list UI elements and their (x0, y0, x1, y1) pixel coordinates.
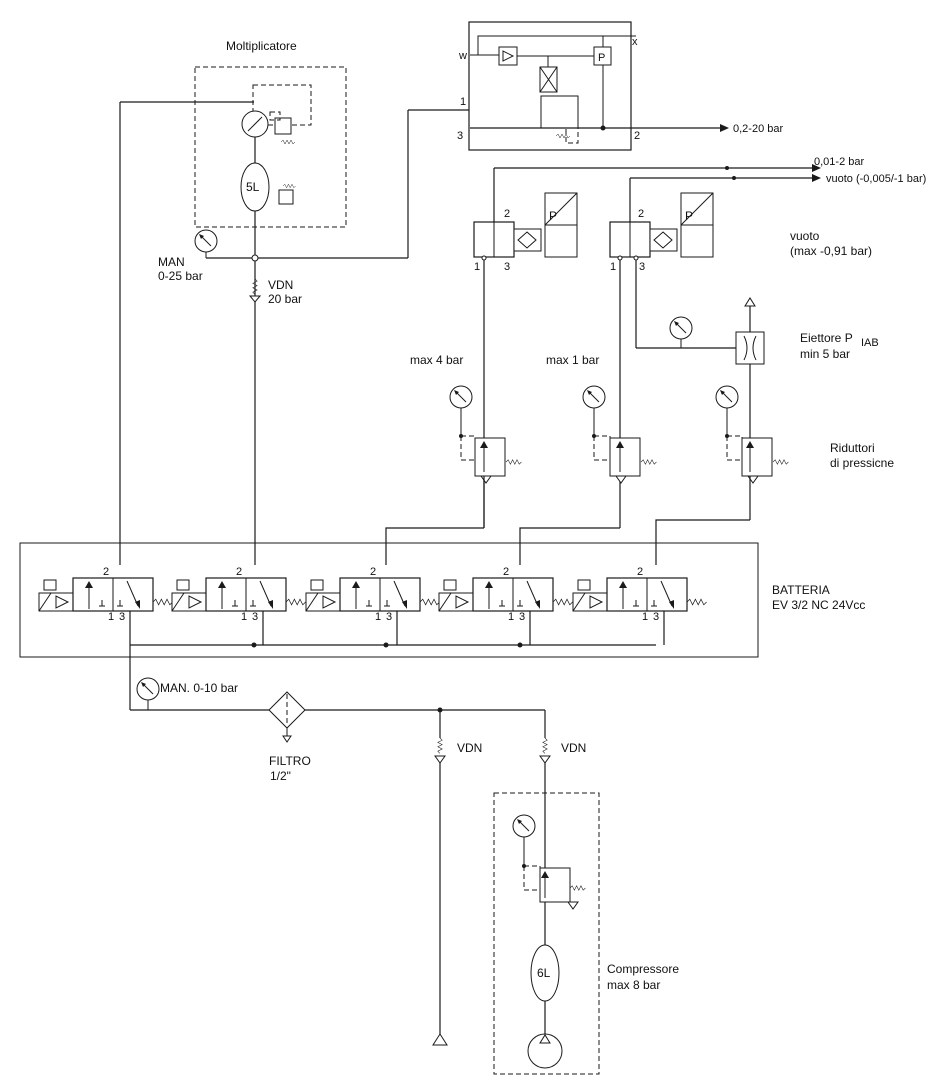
tank-6l-label: 6L (537, 966, 551, 980)
reducer-1-gauge-icon (449, 385, 473, 409)
valve-spring-icon (419, 598, 440, 606)
valve-spring-icon (152, 598, 173, 606)
compressor-max-label: max 8 bar (607, 978, 660, 992)
man-gauge-icon (194, 229, 218, 253)
valve-spring-icon (552, 598, 573, 606)
man-0-10-gauge-icon (136, 677, 160, 701)
ejector-group: Eiettore P IAB min 5 bar (669, 297, 879, 438)
proportional-regulator-group: P w x 1 3 2 0,2-20 bar (457, 21, 783, 151)
output-0-2-20-label: 0,2-20 bar (733, 123, 783, 135)
valve-spring-icon (285, 598, 306, 606)
svg-text:3: 3 (639, 261, 645, 273)
supply-line-group: MAN. 0-10 bar FILTRO 1/2" VDN VDN (129, 645, 586, 1046)
valve-port-2-label: 2 (103, 566, 109, 578)
regulator-port-3: 3 (457, 130, 463, 142)
tank-5l-label: 5L (246, 180, 260, 194)
proportional-valve-right: P 2 1 3 (609, 174, 821, 528)
svg-text:1: 1 (474, 261, 480, 273)
regulator-port-w: w (458, 50, 467, 62)
valve-port-3-label: 3 (252, 611, 258, 623)
output-0-01-2-label: 0,01-2 bar (814, 156, 864, 168)
valve-spring-icon (686, 598, 707, 606)
valve-port-3-label: 3 (519, 611, 525, 623)
compressor-gauge-icon (512, 814, 536, 838)
vdn-right-label: VDN (561, 741, 586, 755)
compressor-boundary (493, 792, 600, 1075)
ejector-gauge-icon (669, 316, 693, 340)
compressor-pump-icon (527, 1033, 563, 1069)
regulator-valve-icon (540, 95, 579, 129)
vdn-20-label: VDN (268, 278, 293, 292)
multiplier-group: Moltiplicatore 5L (119, 39, 347, 565)
multiplier-label: Moltiplicatore (226, 39, 297, 53)
svg-text:P: P (685, 209, 693, 223)
vdn-right-spring-icon (542, 737, 548, 754)
reducer-2-gauge-icon (582, 385, 606, 409)
svg-text:3: 3 (504, 261, 510, 273)
regulator-port-x: x (632, 36, 638, 48)
valve-port-1-label: 1 (375, 611, 381, 623)
proportional-valve-left: P 2 1 3 (473, 164, 821, 528)
exhaust-icon (432, 1033, 448, 1046)
battery-label: BATTERIA (772, 583, 830, 597)
svg-text:1: 1 (610, 261, 616, 273)
battery-spec-label: EV 3/2 NC 24Vcc (772, 598, 865, 612)
ejector-label: Eiettore P (800, 331, 853, 345)
svg-text:P: P (549, 209, 557, 223)
svg-text:P: P (598, 52, 605, 64)
valve-port-3-label: 3 (386, 611, 392, 623)
man-range-label: 0-25 bar (158, 269, 203, 283)
compressor-group: 6L Compressore max 8 bar (493, 792, 679, 1075)
valve-port-2-label: 2 (503, 566, 509, 578)
max-4-bar-label: max 4 bar (410, 353, 463, 367)
valve-port-2-label: 2 (370, 566, 376, 578)
reducer-3-gauge-icon (715, 385, 739, 409)
filter-size-label: 1/2" (270, 769, 291, 783)
regulator-port-1: 1 (460, 96, 466, 108)
svg-text:IAB: IAB (861, 337, 879, 349)
valve-port-1-label: 1 (241, 611, 247, 623)
vdn-left-spring-icon (437, 737, 443, 754)
max-1-bar-label: max 1 bar (546, 353, 599, 367)
tank-6l-icon (530, 944, 560, 1002)
vdn-left-label: VDN (457, 741, 482, 755)
output-vuoto-label: vuoto (-0,005/-1 bar) (826, 173, 926, 185)
vuoto-label: vuoto (790, 229, 820, 243)
valve-port-2-label: 2 (637, 566, 643, 578)
compressor-label: Compressore (607, 962, 679, 976)
battery-boundary (19, 542, 759, 658)
valve-port-1-label: 1 (642, 611, 648, 623)
valve-port-1-label: 1 (508, 611, 514, 623)
valve-port-3-label: 3 (119, 611, 125, 623)
man-label: MAN (158, 255, 185, 269)
vuoto-max-label: (max -0,91 bar) (790, 244, 872, 258)
reducers-label: Riduttori (830, 441, 875, 455)
solenoid-battery-group: BATTERIA EV 3/2 NC 24Vcc (19, 542, 865, 658)
valve-port-2-label: 2 (236, 566, 242, 578)
valve-port-3-label: 3 (653, 611, 659, 623)
multiplier-boundary (194, 66, 347, 228)
svg-text:2: 2 (504, 208, 510, 220)
man-0-10-label: MAN. 0-10 bar (160, 681, 238, 695)
valve-port-1-label: 1 (108, 611, 114, 623)
svg-text:2: 2 (638, 208, 644, 220)
pressure-reducers-group: max 4 bar max 1 bar Riduttori di pressic… (385, 353, 894, 565)
reducers-sub-label: di pressicne (830, 456, 894, 470)
ejector-min-label: min 5 bar (800, 347, 850, 361)
vdn-20-value: 20 bar (268, 292, 302, 306)
regulator-port-2: 2 (634, 130, 640, 142)
filter-label: FILTRO (269, 754, 311, 768)
ejector-icon (735, 331, 765, 365)
